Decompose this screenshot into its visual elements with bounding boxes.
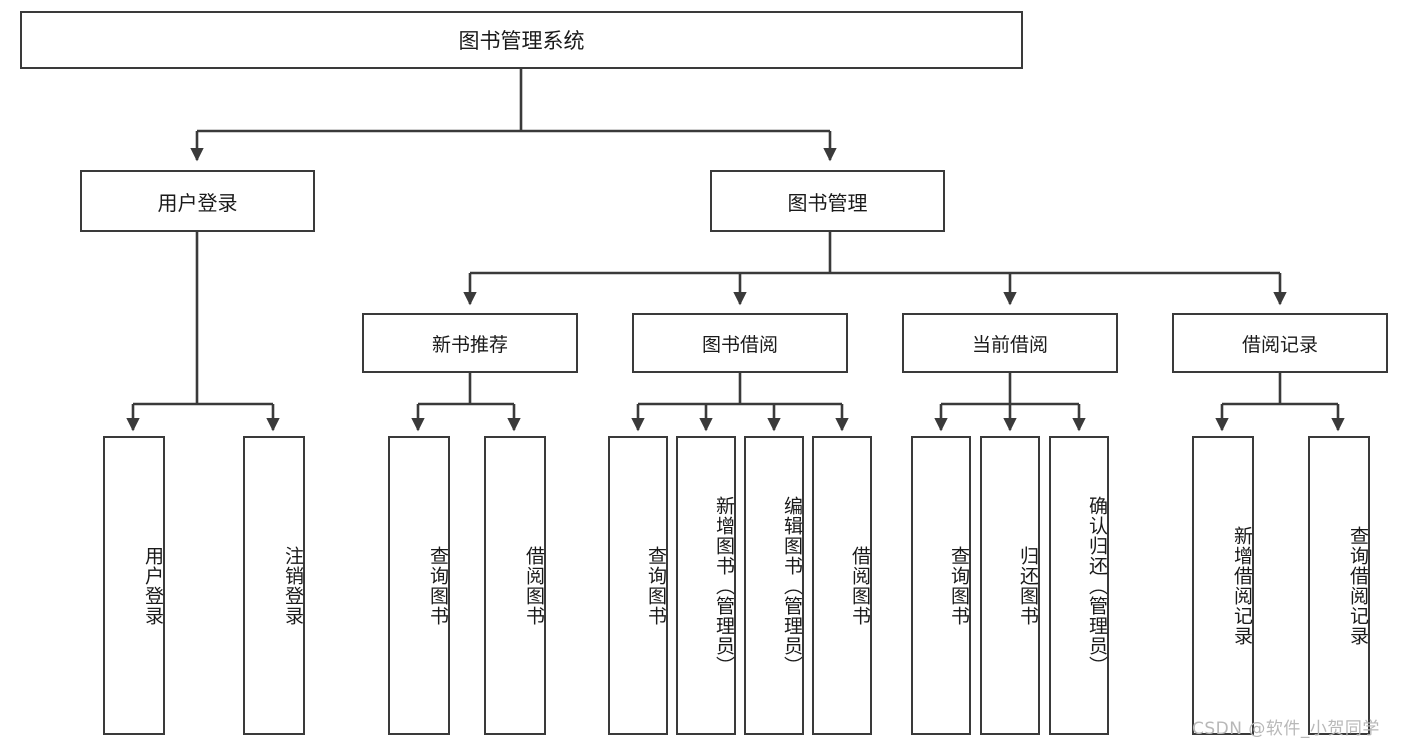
node-root[interactable]: 图书管理系统 (20, 11, 1023, 69)
node-leaf-query-book-2-label: 查询图书 (645, 545, 667, 626)
node-leaf-borrow-book-2-label: 借阅图书 (849, 545, 871, 626)
node-leaf-confirm-return-label: 确认归还（管理员） (1086, 495, 1108, 676)
node-leaf-borrow-book-1[interactable]: 借阅图书 (484, 436, 546, 735)
node-leaf-user-login[interactable]: 用户登录 (103, 436, 165, 735)
node-user-login[interactable]: 用户登录 (80, 170, 315, 232)
node-leaf-add-book[interactable]: 新增图书（管理员） (676, 436, 736, 735)
node-book-borrow-label: 图书借阅 (701, 333, 778, 356)
node-leaf-borrow-book-1-label: 借阅图书 (523, 545, 545, 626)
node-leaf-query-book-3-label: 查询图书 (948, 545, 970, 626)
node-leaf-user-logout-label: 注销登录 (282, 545, 304, 626)
node-book-manage[interactable]: 图书管理 (710, 170, 945, 232)
node-leaf-user-login-label: 用户登录 (142, 545, 164, 626)
node-leaf-borrow-book-2[interactable]: 借阅图书 (812, 436, 872, 735)
node-book-borrow[interactable]: 图书借阅 (632, 313, 848, 373)
csdn-watermark: CSDN @软件_小贺同学 (1192, 719, 1380, 739)
node-leaf-add-record[interactable]: 新增借阅记录 (1192, 436, 1254, 735)
node-user-login-label: 用户登录 (157, 190, 238, 215)
node-leaf-query-book-2[interactable]: 查询图书 (608, 436, 668, 735)
node-leaf-query-record[interactable]: 查询借阅记录 (1308, 436, 1370, 735)
node-leaf-query-book-3[interactable]: 查询图书 (911, 436, 971, 735)
node-leaf-return-book[interactable]: 归还图书 (980, 436, 1040, 735)
node-new-book-rec-label: 新书推荐 (431, 333, 508, 356)
node-borrow-record-label: 借阅记录 (1241, 333, 1318, 356)
node-leaf-add-book-label: 新增图书（管理员） (713, 495, 735, 676)
node-leaf-edit-book[interactable]: 编辑图书（管理员） (744, 436, 804, 735)
node-new-book-rec[interactable]: 新书推荐 (362, 313, 578, 373)
node-borrow-record[interactable]: 借阅记录 (1172, 313, 1388, 373)
node-leaf-edit-book-label: 编辑图书（管理员） (781, 495, 803, 676)
node-leaf-query-book-1-label: 查询图书 (427, 545, 449, 626)
node-leaf-return-book-label: 归还图书 (1017, 545, 1039, 626)
node-leaf-query-book-1[interactable]: 查询图书 (388, 436, 450, 735)
node-current-borrow-label: 当前借阅 (971, 333, 1048, 356)
node-leaf-add-record-label: 新增借阅记录 (1231, 525, 1253, 646)
node-leaf-query-record-label: 查询借阅记录 (1347, 525, 1369, 646)
node-current-borrow[interactable]: 当前借阅 (902, 313, 1118, 373)
node-book-manage-label: 图书管理 (787, 190, 868, 215)
node-root-label: 图书管理系统 (458, 29, 585, 53)
node-leaf-confirm-return[interactable]: 确认归还（管理员） (1049, 436, 1109, 735)
node-leaf-user-logout[interactable]: 注销登录 (243, 436, 305, 735)
